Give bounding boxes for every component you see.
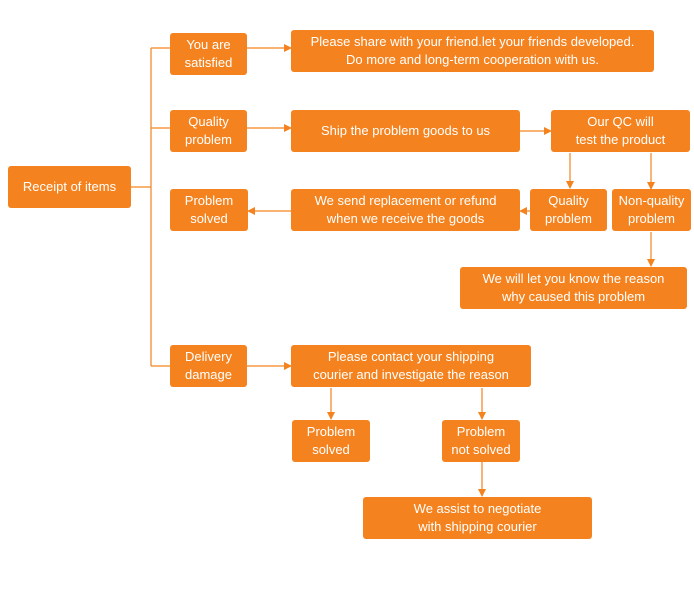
problem-solved-box: Problem solved — [170, 189, 248, 231]
delivery-damage-box: Delivery damage — [170, 345, 247, 387]
quality-problem-label: Quality problem — [185, 114, 232, 147]
problem-not-solved-label: Problem not solved — [451, 424, 511, 457]
delivery-problem-solved-box: Problem solved — [292, 420, 370, 462]
reason-notice-box: We will let you know the reason why caus… — [460, 267, 687, 309]
negotiate-courier-label: We assist to negotiate with shipping cou… — [413, 501, 542, 534]
qc-test-box: Our QC will test the product — [551, 110, 690, 152]
receipt-of-items-label: Receipt of items — [22, 179, 117, 194]
ship-problem-goods-label: Ship the problem goods to us — [320, 123, 491, 138]
problem-solved-label: Problem solved — [184, 193, 234, 226]
delivery-damage-label: Delivery damage — [185, 349, 232, 382]
quality-problem-result-label: Quality problem — [545, 193, 592, 226]
quality-problem-result-box: Quality problem — [530, 189, 607, 231]
delivery-problem-solved-label: Problem solved — [306, 424, 356, 457]
negotiate-courier-box: We assist to negotiate with shipping cou… — [363, 497, 592, 539]
ship-problem-goods-box: Ship the problem goods to us — [291, 110, 520, 152]
receipt-of-items-box: Receipt of items — [8, 166, 131, 208]
you-are-satisfied-label: You are satisfied — [184, 37, 233, 70]
non-quality-problem-label: Non-quality problem — [618, 193, 685, 226]
share-with-friend-box: Please share with your friend.let your f… — [291, 30, 654, 72]
contact-courier-box: Please contact your shipping courier and… — [291, 345, 531, 387]
contact-courier-label: Please contact your shipping courier and… — [313, 349, 509, 382]
share-with-friend-label: Please share with your friend.let your f… — [310, 34, 635, 67]
qc-test-label: Our QC will test the product — [575, 114, 666, 147]
quality-problem-box: Quality problem — [170, 110, 247, 152]
reason-notice-label: We will let you know the reason why caus… — [482, 271, 665, 304]
problem-not-solved-box: Problem not solved — [442, 420, 520, 462]
send-replacement-label: We send replacement or refund when we re… — [314, 193, 497, 226]
you-are-satisfied-box: You are satisfied — [170, 33, 247, 75]
send-replacement-box: We send replacement or refund when we re… — [291, 189, 520, 231]
non-quality-problem-box: Non-quality problem — [612, 189, 691, 231]
